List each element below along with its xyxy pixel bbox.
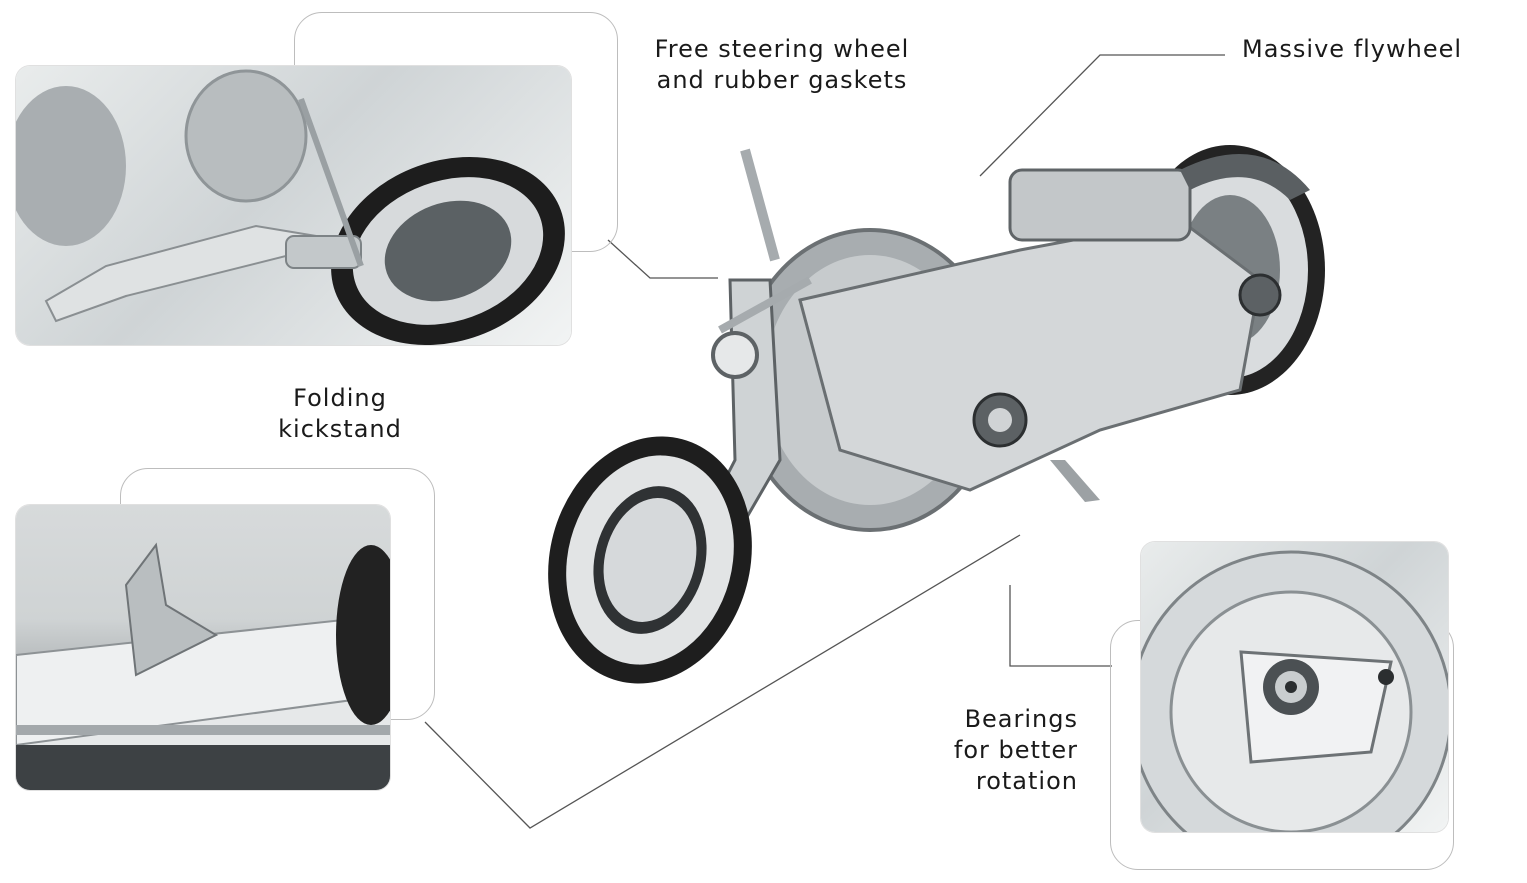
tank-cover (1008, 168, 1192, 242)
bearings-callout-line-1: Bearings (964, 705, 1078, 733)
bearings-callout-label: Bearings for better rotation (900, 704, 1078, 797)
kickstand (1050, 460, 1100, 502)
kickstand-callout-line-2: kickstand (278, 415, 402, 443)
bearings-callout-line-2: for better (953, 736, 1078, 764)
steering-wheel-closeup-photo (16, 66, 571, 345)
bearings-callout-line-3: rotation (975, 767, 1078, 795)
bearings-connector (1009, 585, 1112, 667)
steering-connector (607, 239, 718, 279)
motorcycle-model-image (548, 145, 1325, 684)
flywheel-callout-label: Massive flywheel (1242, 34, 1502, 65)
flywheel-connector (979, 54, 1225, 177)
kickstand-callout-label: Folding kickstand (240, 383, 440, 445)
kickstand-callout-line-1: Folding (293, 384, 387, 412)
kickstand-connector (424, 534, 1021, 829)
steering-callout-label: Free steering wheel and rubber gaskets (632, 34, 932, 96)
kickstand-closeup-photo (16, 505, 390, 790)
steering-callout-line-1: Free steering wheel (654, 35, 910, 63)
handlebar (740, 148, 780, 262)
bearings-closeup-photo (1141, 542, 1448, 832)
steering-callout-line-2: and rubber gaskets (656, 66, 908, 94)
headlight (711, 331, 759, 379)
flywheel-callout-line-1: Massive flywheel (1242, 35, 1463, 63)
